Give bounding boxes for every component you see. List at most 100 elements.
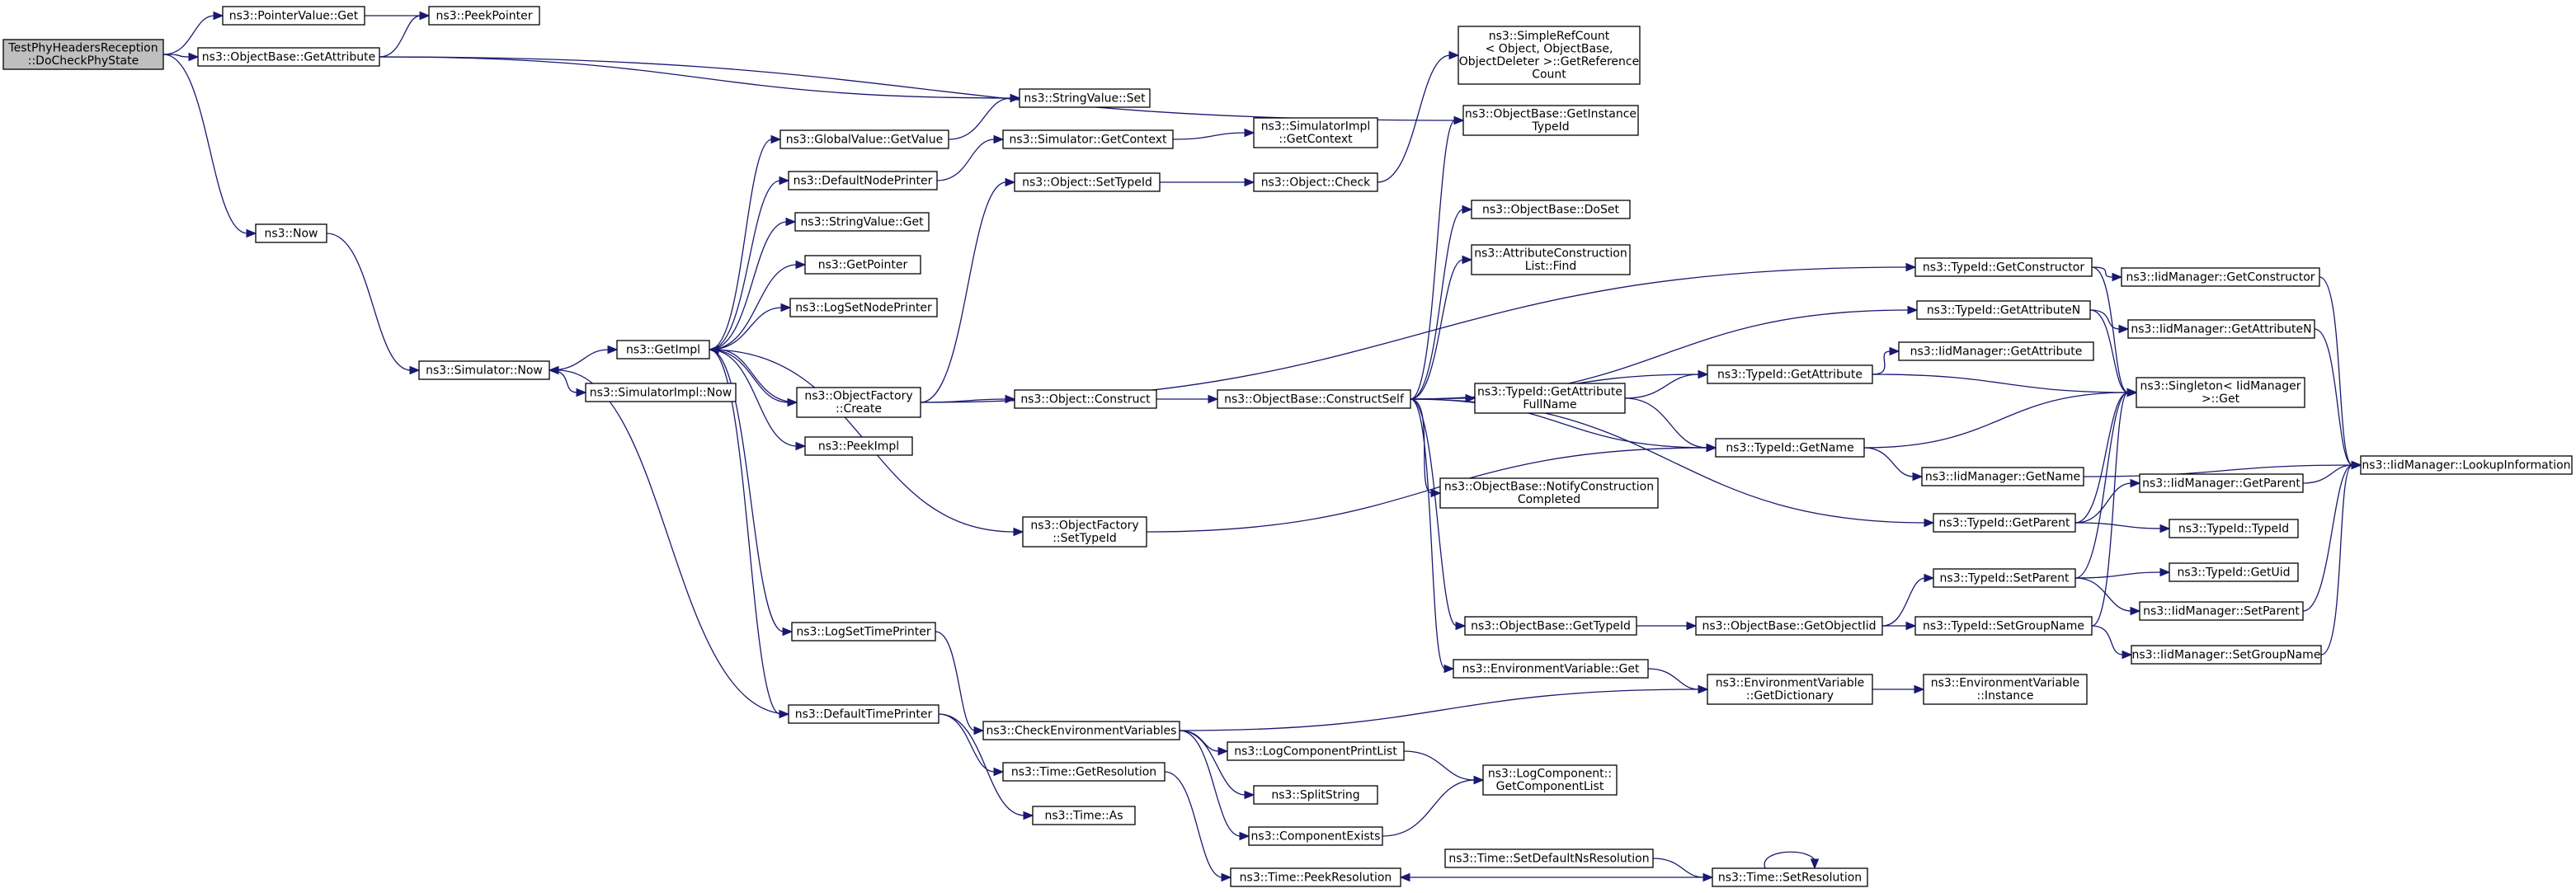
node-ob-getobjectiid[interactable]: ns3::ObjectBase::GetObjectIid <box>1695 616 1883 636</box>
node-pv-get[interactable]: ns3::PointerValue::Get <box>222 6 365 26</box>
edge-iid-setparent-to-iid-lookup <box>2302 460 2362 612</box>
node-time-peekres[interactable]: ns3::Time::PeekResolution <box>1230 867 1401 887</box>
node-gv-getvalue[interactable]: ns3::GlobalValue::GetValue <box>779 129 949 149</box>
node-iid-setgroupname[interactable]: ns3::IidManager::SetGroupName <box>2131 645 2322 665</box>
node-sv-get[interactable]: ns3::StringValue::Get <box>794 212 930 232</box>
node-label: ns3::ObjectBase::GetObjectIid <box>1702 619 1876 632</box>
node-obj-construct[interactable]: ns3::Object::Construct <box>1014 389 1157 409</box>
node-label: < Object, ObjectBase, <box>1486 43 1613 56</box>
node-layer: TestPhyHeadersReception::DoCheckPhyState… <box>2 6 2573 887</box>
edge-root-to-now <box>162 54 257 238</box>
node-time-getres[interactable]: ns3::Time::GetResolution <box>1002 762 1166 782</box>
node-tid-getuid[interactable]: ns3::TypeId::GetUid <box>2169 562 2299 582</box>
node-box <box>1458 26 1641 85</box>
edge-line <box>709 307 783 350</box>
node-box <box>1471 200 1631 219</box>
node-of-settypeid[interactable]: ns3::ObjectFactory::SetTypeId <box>1022 516 1147 548</box>
node-now[interactable]: ns3::Now <box>255 223 327 243</box>
node-compexists[interactable]: ns3::ComponentExists <box>1248 826 1383 846</box>
node-iid-lookup[interactable]: ns3::IidManager::LookupInformation <box>2360 455 2573 475</box>
edge-line <box>1863 447 1914 477</box>
node-getimpl[interactable]: ns3::GetImpl <box>616 340 710 360</box>
node-of-create[interactable]: ns3::ObjectFactory::Create <box>796 387 921 418</box>
node-box <box>1471 244 1631 275</box>
node-ob-gettypeid[interactable]: ns3::ObjectBase::GetTypeId <box>1464 616 1637 636</box>
node-box <box>1464 616 1637 636</box>
edge-line <box>1652 858 1705 878</box>
node-peekimpl[interactable]: ns3::PeekImpl <box>804 436 913 456</box>
arrowhead <box>2130 606 2141 616</box>
edge-compexists-to-logcomp-getlist <box>1382 775 1485 837</box>
node-getpointer[interactable]: ns3::GetPointer <box>804 255 921 275</box>
node-sv-set[interactable]: ns3::StringValue::Set <box>1019 88 1151 108</box>
node-deftimeprinter[interactable]: ns3::DefaultTimePrinter <box>788 704 940 724</box>
node-logcompprintlist[interactable]: ns3::LogComponentPrintList <box>1227 741 1405 761</box>
arrowhead <box>993 134 1005 144</box>
node-ob-getattr[interactable]: ns3::ObjectBase::GetAttribute <box>197 47 380 67</box>
node-peekptr[interactable]: ns3::PeekPointer <box>428 6 540 26</box>
node-logsettimeprinter[interactable]: ns3::LogSetTimePrinter <box>791 622 936 642</box>
node-iid-getattributen[interactable]: ns3::IidManager::GetAttributeN <box>2127 319 2315 339</box>
node-envvar-instance[interactable]: ns3::EnvironmentVariable::Instance <box>1923 674 2088 705</box>
node-tid-getconstructor[interactable]: ns3::TypeId::GetConstructor <box>1914 257 2093 277</box>
node-obj-settypeid[interactable]: ns3::Object::SetTypeId <box>1014 172 1161 192</box>
arrowhead <box>1889 346 1900 356</box>
node-iid-getattribute[interactable]: ns3::IidManager::GetAttribute <box>1898 341 2094 361</box>
node-envvar-getdict[interactable]: ns3::EnvironmentVariable::GetDictionary <box>1707 674 1873 705</box>
edge-time-setresolution-to-time-peekres <box>1399 872 1712 882</box>
node-label: ns3::TypeId::TypeId <box>2178 522 2289 535</box>
node-singleton-get[interactable]: ns3::Singleton< IidManager >::Get <box>2136 377 2305 408</box>
node-defnodeprinter[interactable]: ns3::DefaultNodePrinter <box>788 171 938 190</box>
node-label: ns3::IidManager::GetAttribute <box>1910 345 2083 358</box>
node-logcomp-getlist[interactable]: ns3::LogComponent::GetComponentList <box>1482 764 1618 796</box>
node-box <box>791 622 936 642</box>
node-tid-typeid[interactable]: ns3::TypeId::TypeId <box>2169 519 2299 538</box>
edge-of-create-to-getimpl <box>708 345 798 403</box>
node-splitstring[interactable]: ns3::SplitString <box>1253 785 1378 805</box>
node-simplerefcount[interactable]: ns3::SimpleRefCount< Object, ObjectBase,… <box>1458 26 1641 85</box>
edge-line <box>717 349 798 403</box>
node-label: ns3::TypeId::GetAttribute <box>1717 368 1863 381</box>
node-simimpl-getcontext[interactable]: ns3::SimulatorImpl::GetContext <box>1253 117 1378 148</box>
node-tid-getparent[interactable]: ns3::TypeId::GetParent <box>1933 513 2076 533</box>
node-label: ns3::ObjectBase::GetAttribute <box>202 50 375 63</box>
edge-line <box>920 181 1007 403</box>
arrowhead <box>1005 177 1016 187</box>
node-sim-getcontext[interactable]: ns3::Simulator::GetContext <box>1002 129 1174 149</box>
node-iid-getconstructor[interactable]: ns3::IidManager::GetConstructor <box>2121 267 2320 287</box>
node-tid-setparent[interactable]: ns3::TypeId::SetParent <box>1933 568 2076 588</box>
arrowhead <box>993 767 1005 777</box>
node-box <box>585 383 737 402</box>
node-tid-getattributen[interactable]: ns3::TypeId::GetAttributeN <box>1916 300 2091 320</box>
arrowhead <box>2351 460 2362 470</box>
edge-line <box>1410 398 1446 670</box>
node-tid-getname[interactable]: ns3::TypeId::GetName <box>1715 438 1865 458</box>
arrowhead <box>2112 272 2123 282</box>
node-simimpl-now[interactable]: ns3::SimulatorImpl::Now <box>585 383 737 402</box>
node-ob-constructself[interactable]: ns3::ObjectBase::ConstructSelf <box>1217 389 1411 409</box>
node-iid-setparent[interactable]: ns3::IidManager::SetParent <box>2139 601 2304 621</box>
node-ob-notifyconstruction[interactable]: ns3::ObjectBase::NotifyConstructionCompl… <box>1439 477 1659 509</box>
node-envvar-get[interactable]: ns3::EnvironmentVariable::Get <box>1453 659 1649 679</box>
edge-iid-setgroupname-to-iid-lookup <box>2320 460 2362 656</box>
node-iid-getname[interactable]: ns3::IidManager::GetName <box>1921 467 2084 486</box>
node-box <box>804 255 921 275</box>
node-label: ObjectDeleter >::GetReference <box>1459 55 1639 68</box>
node-box <box>788 171 938 190</box>
node-tid-getattribute[interactable]: ns3::TypeId::GetAttribute <box>1707 364 1873 384</box>
node-root: TestPhyHeadersReception::DoCheckPhyState <box>2 39 164 70</box>
node-time-setdefaultns[interactable]: ns3::Time::SetDefaultNsResolution <box>1444 848 1654 868</box>
node-obj-check[interactable]: ns3::Object::Check <box>1253 172 1378 192</box>
node-time-setresolution[interactable]: ns3::Time::SetResolution <box>1712 867 1868 887</box>
node-ob-doset[interactable]: ns3::ObjectBase::DoSet <box>1471 200 1631 219</box>
node-checkenv[interactable]: ns3::CheckEnvironmentVariables <box>982 721 1180 740</box>
edge-root-to-pv-get <box>162 11 224 55</box>
node-iid-getparent[interactable]: ns3::IidManager::GetParent <box>2139 473 2304 493</box>
node-time-as[interactable]: ns3::Time::As <box>1032 806 1136 825</box>
node-sim-now[interactable]: ns3::Simulator::Now <box>418 360 550 380</box>
node-tid-setgroupname[interactable]: ns3::TypeId::SetGroupName <box>1914 616 2093 636</box>
node-logsetnodeprinter[interactable]: ns3::LogSetNodePrinter <box>789 298 938 317</box>
